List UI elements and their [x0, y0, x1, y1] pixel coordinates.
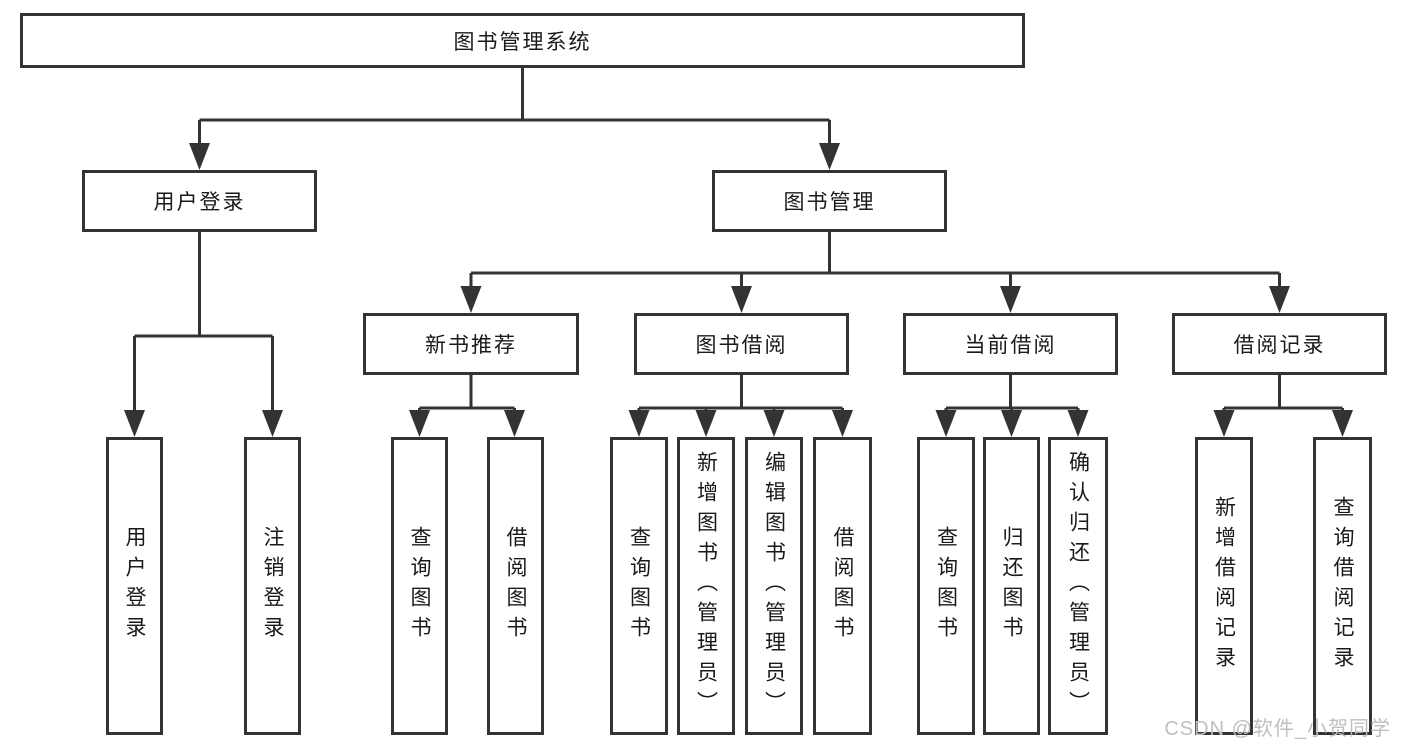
- leaf-newbooks-query-books: 查询图书: [391, 437, 448, 735]
- connector-root-to-level2: [189, 66, 840, 170]
- csdn-watermark: CSDN @软件_小贺同学: [1164, 718, 1391, 740]
- leaf-confirm-return-admin: 确认归还（管理员）: [1048, 437, 1108, 735]
- leaf-user-login: 用户登录: [106, 437, 163, 735]
- leaf-borrowing-query-books: 查询图书: [610, 437, 668, 735]
- leaf-return-books-label: 归还图书: [1000, 526, 1023, 646]
- leaf-edit-books-admin-label: 编辑图书（管理员）: [762, 451, 786, 721]
- leaf-newbooks-borrow-books: 借阅图书: [487, 437, 544, 735]
- leaf-logout: 注销登录: [244, 437, 301, 735]
- connector-userlogin-to-leaves: [124, 230, 283, 437]
- connector-borrowingrecords-to-leaves: [1213, 373, 1353, 437]
- node-book-borrowing: 图书借阅: [634, 313, 849, 375]
- leaf-add-books-admin-label: 新增图书（管理员）: [694, 451, 718, 721]
- leaf-borrowing-borrow-books-label: 借阅图书: [831, 526, 854, 646]
- leaf-return-books: 归还图书: [983, 437, 1040, 735]
- leaf-user-login-label: 用户登录: [123, 526, 146, 646]
- node-current-borrowing: 当前借阅: [903, 313, 1118, 375]
- leaf-current-query-books-label: 查询图书: [934, 526, 958, 646]
- leaf-borrowing-query-books-label: 查询图书: [627, 526, 651, 646]
- connector-newbooks-to-leaves: [409, 373, 525, 437]
- connector-bookborrowing-to-leaves: [628, 373, 853, 437]
- leaf-query-borrow-record-label: 查询借阅记录: [1331, 496, 1354, 676]
- leaf-add-books-admin: 新增图书（管理员）: [677, 437, 735, 735]
- node-new-book-recommendation: 新书推荐: [363, 313, 579, 375]
- leaf-query-borrow-record: 查询借阅记录: [1313, 437, 1372, 735]
- connector-bookmgmt-to-level3: [460, 230, 1290, 313]
- leaf-add-borrow-record: 新增借阅记录: [1195, 437, 1253, 735]
- leaf-confirm-return-admin-label: 确认归还（管理员）: [1066, 451, 1090, 721]
- leaf-logout-label: 注销登录: [261, 526, 284, 646]
- leaf-edit-books-admin: 编辑图书（管理员）: [745, 437, 803, 735]
- node-root: 图书管理系统: [20, 13, 1025, 68]
- leaf-current-query-books: 查询图书: [917, 437, 975, 735]
- leaf-add-borrow-record-label: 新增借阅记录: [1212, 496, 1236, 676]
- node-borrowing-records: 借阅记录: [1172, 313, 1387, 375]
- node-user-login: 用户登录: [82, 170, 317, 232]
- leaf-newbooks-borrow-books-label: 借阅图书: [504, 526, 527, 646]
- connector-currentborrowing-to-leaves: [935, 373, 1089, 437]
- node-book-management: 图书管理: [712, 170, 947, 232]
- leaf-borrowing-borrow-books: 借阅图书: [813, 437, 872, 735]
- leaf-newbooks-query-books-label: 查询图书: [408, 526, 431, 646]
